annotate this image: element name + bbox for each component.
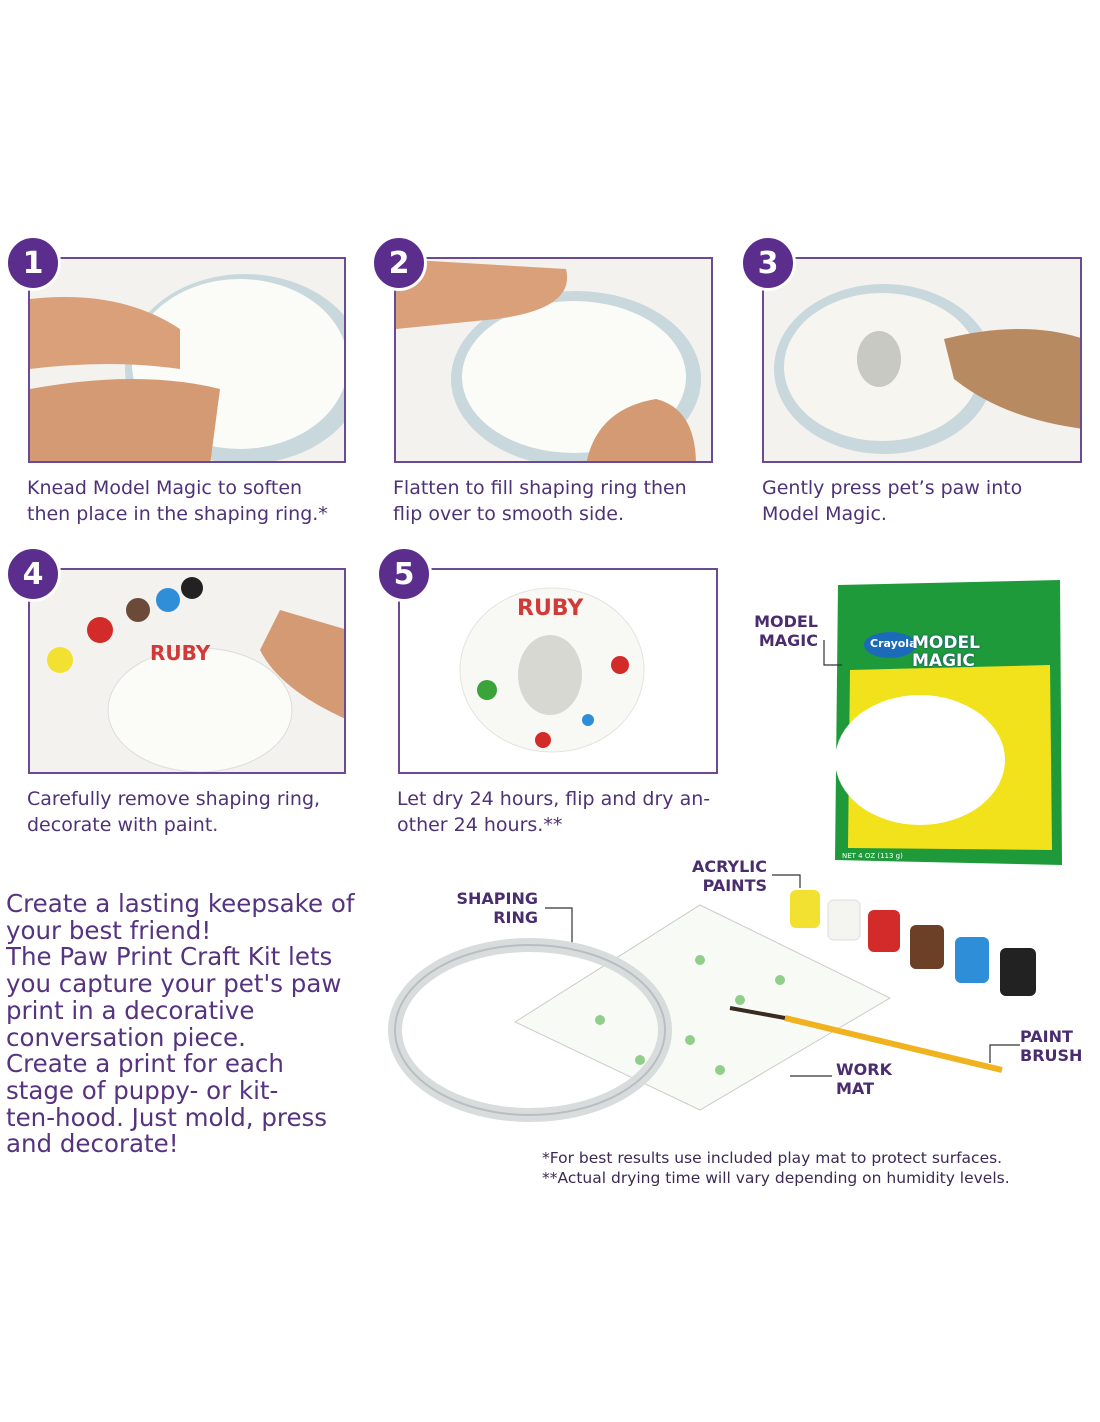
step-5-badge: 5 (376, 546, 432, 602)
footnote-1: *For best results use included play mat … (542, 1149, 1003, 1167)
step-4-photo: RUBY (28, 568, 346, 774)
acrylic-paint-pots (790, 890, 1036, 996)
package-brand: Crayola (870, 637, 917, 650)
label-paint-brush: PAINT BRUSH (1020, 1027, 1083, 1065)
step-1-photo (28, 257, 346, 463)
footnote-2: **Actual drying time will vary depending… (542, 1169, 1010, 1187)
package-product: MODEL MAGIC (912, 633, 980, 671)
model-magic-package (835, 580, 1062, 865)
step-5-caption: Let dry 24 hours, flip and dry an- other… (397, 788, 711, 836)
step-1-badge: 1 (5, 235, 61, 291)
step-3-badge: 3 (740, 235, 796, 291)
step-5-photo: RUBY (398, 568, 718, 774)
step-2-photo (394, 257, 713, 463)
step-4-caption: Carefully remove shaping ring, decorate … (27, 788, 321, 836)
step-3-caption: Gently press pet’s paw into Model Magic. (762, 477, 1023, 525)
label-shaping-ring: SHAPING RING (456, 889, 539, 927)
ruby-text: RUBY (517, 596, 584, 621)
step-2-badge: 2 (371, 235, 427, 291)
label-acrylic-paints: ACRYLIC PAINTS (691, 857, 767, 895)
label-model-magic: MODEL MAGIC (754, 612, 818, 650)
label-work-mat: WORK MAT (836, 1060, 892, 1098)
step-4-badge: 4 (5, 546, 61, 602)
package-weight: NET 4 OZ (113 g) (842, 852, 903, 860)
step-1-caption: Knead Model Magic to soften then place i… (27, 477, 328, 525)
ruby-text: RUBY (150, 641, 211, 665)
step-2-caption: Flatten to fill shaping ring then flip o… (393, 477, 687, 525)
step-3-photo (762, 257, 1082, 463)
product-description: Create a lasting keepsake of your best f… (6, 889, 355, 1159)
